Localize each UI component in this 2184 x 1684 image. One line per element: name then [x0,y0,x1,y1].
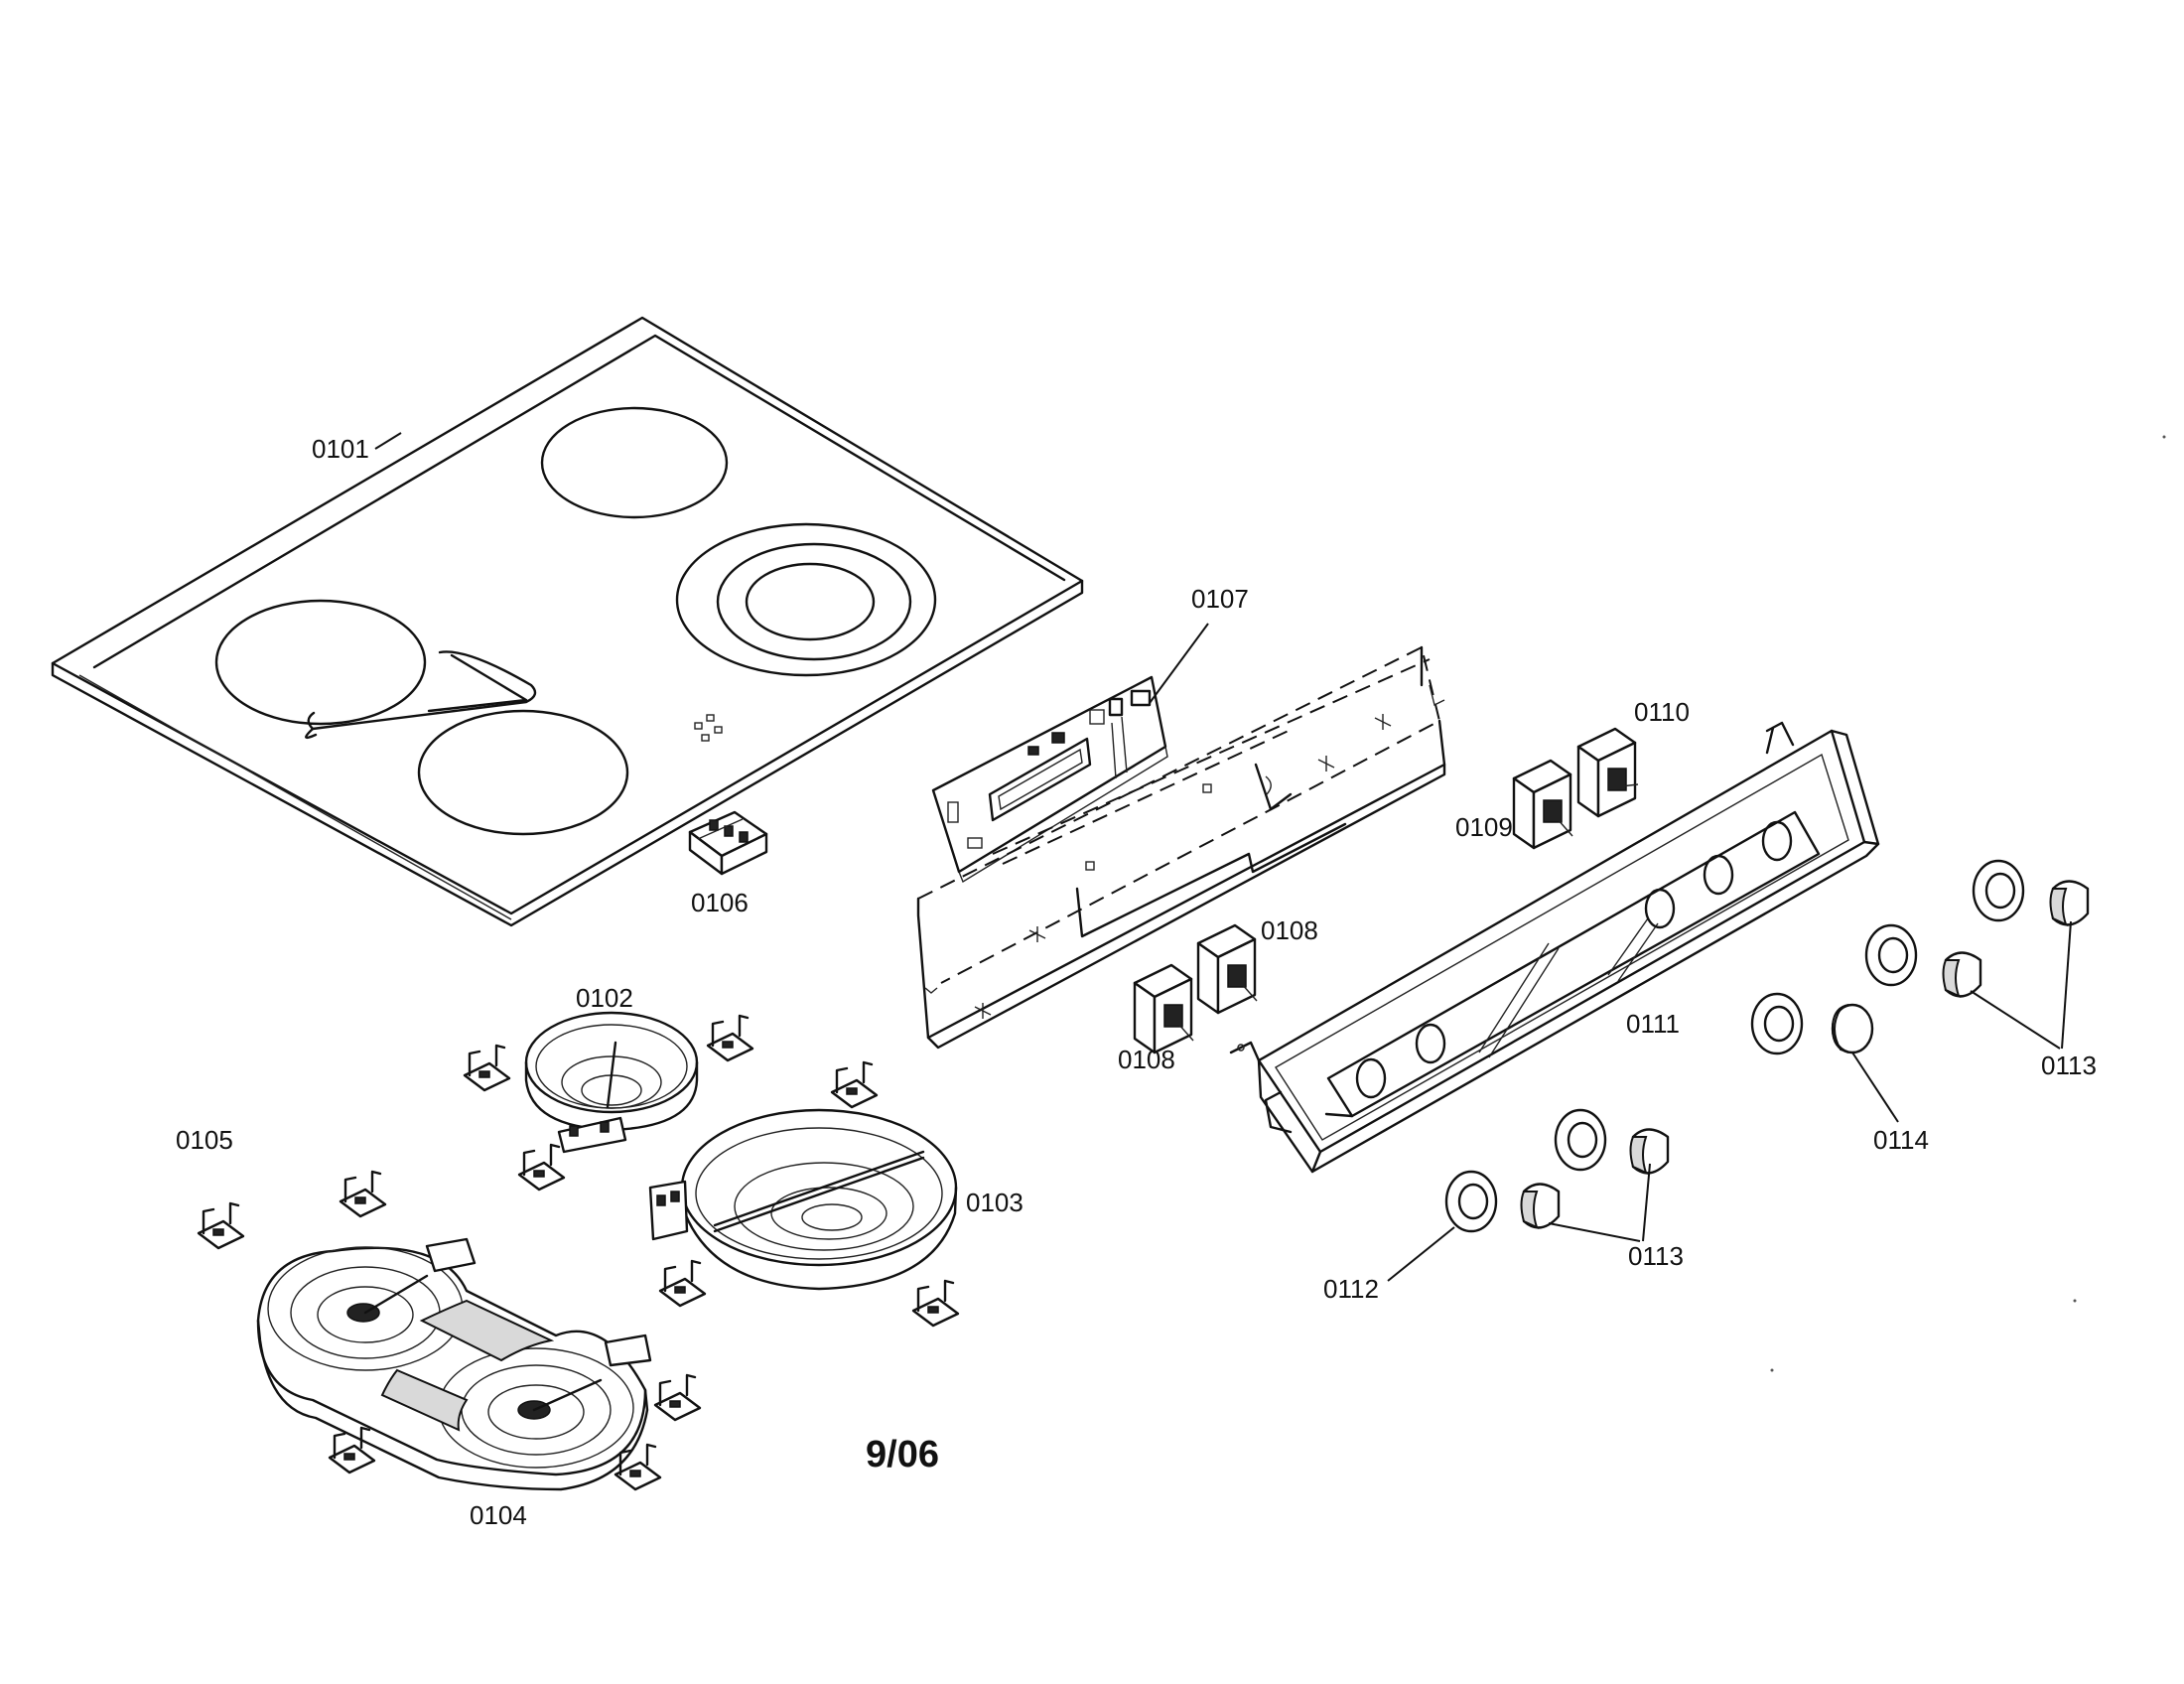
label-0113-a-group: 0113 [1548,1163,1684,1271]
clip-5 [830,1060,879,1109]
scan-speck [2162,435,2166,439]
clip-10 [328,1426,376,1474]
clip-1 [197,1201,245,1250]
label-0111: 0111 [1626,1009,1680,1039]
clip-11 [614,1443,662,1491]
clip-9 [653,1373,702,1422]
label-0106: 0106 [691,888,749,917]
label-0114: 0114 [1873,1125,1929,1155]
label-0103: 0103 [966,1188,1024,1217]
clip-2 [339,1170,387,1218]
part-0112-ring-b [1554,1108,1607,1172]
part-0108-switch-b [1196,923,1258,1015]
date-code: 9/06 [866,1434,939,1475]
part-0113-knob-b [1629,1128,1670,1175]
clip-6 [517,1143,566,1192]
part-0104-bridge-element [256,1237,652,1491]
control-panel-bracket [916,645,1446,1050]
label-0107: 0107 [1191,584,1249,614]
label-0113-b: 0113 [2041,1051,2097,1080]
scan-speck [2073,1299,2077,1303]
label-0112: 0112 [1323,1274,1379,1304]
part-0112-ring-e [1972,859,2025,922]
label-0112-group: 0112 [1323,1226,1455,1304]
cooktop-glass-top [51,316,1084,927]
label-0114-group: 0114 [1851,1052,1929,1155]
part-0103-large-element [648,1108,958,1291]
part-0112-ring-d [1864,923,1918,987]
part-0114-knob [1831,1003,1874,1054]
clip-8 [911,1279,960,1328]
label-0107-group: 0107 [1149,584,1249,704]
part-0111-control-panel [1229,721,1880,1174]
part-0113-knob-c [1942,951,1982,998]
label-0109: 0109 [1455,812,1513,842]
part-0107-control-board [931,675,1168,884]
label-0101: 0101 [312,434,369,464]
part-0106-switch [688,810,768,876]
label-0108-b: 0108 [1261,915,1318,945]
scan-speck [1770,1368,1774,1372]
label-0105: 0105 [176,1125,233,1155]
part-0110-switch [1576,727,1639,818]
label-0102: 0102 [576,983,633,1013]
part-0113-knob-d [2049,880,2090,926]
label-0113-a: 0113 [1628,1241,1684,1271]
part-0109-switch [1512,759,1573,850]
clip-7 [658,1259,707,1308]
part-0108-switch-a [1133,963,1194,1054]
label-0110: 0110 [1634,697,1690,727]
label-0108-a: 0108 [1118,1045,1175,1074]
label-0101-group: 0101 [312,432,402,464]
part-0105-clips [197,1014,960,1491]
label-0104: 0104 [470,1500,527,1530]
part-0112-ring-c [1750,992,1804,1055]
part-0113-knob-a [1520,1183,1561,1229]
clip-4 [706,1014,754,1062]
clip-3 [463,1044,511,1092]
part-0112-ring-a [1444,1170,1498,1233]
part-0102-small-element [524,1011,699,1154]
label-0113-b-group: 0113 [1970,920,2097,1080]
